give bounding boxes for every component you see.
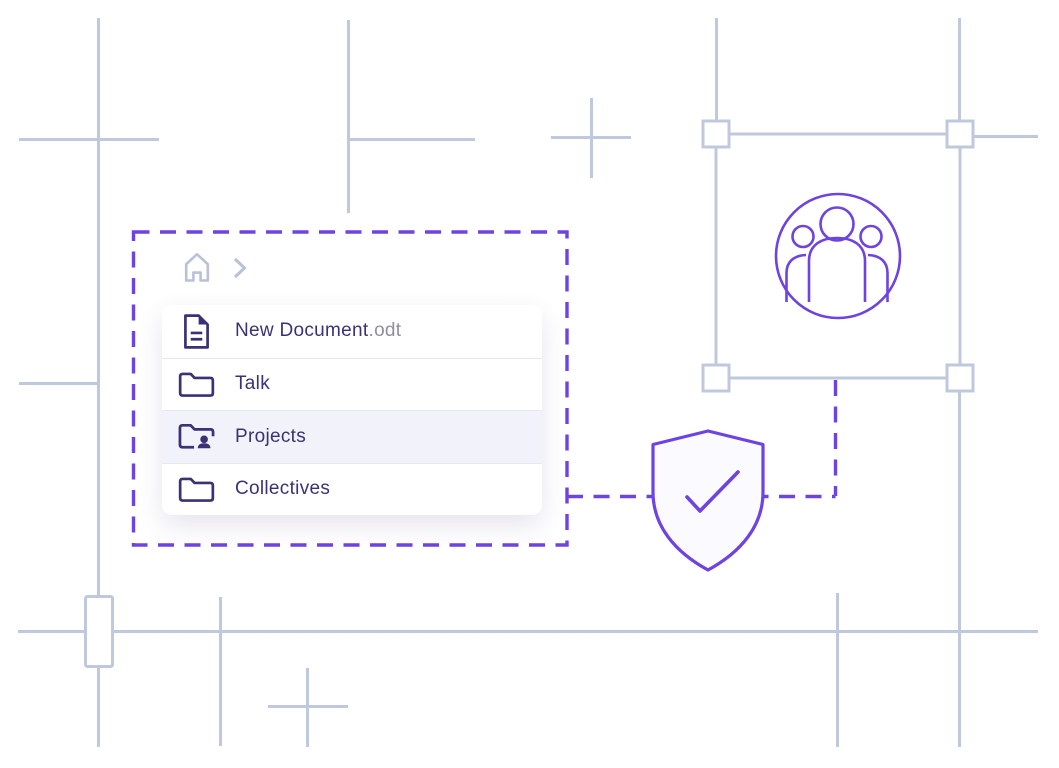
file-label: Talk bbox=[235, 373, 270, 395]
folder-icon bbox=[178, 372, 215, 397]
file-browser-card: New Document.odt Talk Projects bbox=[162, 305, 542, 515]
selection-corner-handles[interactable] bbox=[701, 119, 975, 393]
corner-handle-bottom-left bbox=[701, 363, 731, 393]
file-label: New Document bbox=[235, 320, 369, 342]
file-row-talk[interactable]: Talk bbox=[162, 357, 542, 410]
dashed-frame bbox=[131, 230, 569, 547]
folder-icon bbox=[178, 477, 215, 502]
chevron-right-icon bbox=[233, 257, 247, 279]
corner-handle-top-left bbox=[701, 119, 731, 149]
file-label: Projects bbox=[235, 425, 307, 447]
folder-shared-icon bbox=[178, 423, 215, 451]
home-icon[interactable] bbox=[183, 252, 211, 283]
file-extension: .odt bbox=[368, 320, 402, 342]
selection-square[interactable] bbox=[701, 119, 975, 393]
file-label: Collectives bbox=[235, 478, 331, 500]
checkmark-icon bbox=[685, 470, 740, 513]
corner-handle-bottom-right bbox=[945, 363, 975, 393]
file-row-collectives[interactable]: Collectives bbox=[162, 462, 542, 515]
document-icon bbox=[178, 313, 215, 350]
file-row-projects[interactable]: Projects bbox=[162, 410, 542, 463]
corner-handle-top-right bbox=[945, 119, 975, 149]
slider-handle[interactable] bbox=[84, 595, 114, 668]
shield-check-icon bbox=[651, 429, 765, 572]
breadcrumb bbox=[183, 252, 247, 283]
team-circle-icon bbox=[774, 192, 902, 320]
file-row-new-document[interactable]: New Document.odt bbox=[162, 305, 542, 358]
